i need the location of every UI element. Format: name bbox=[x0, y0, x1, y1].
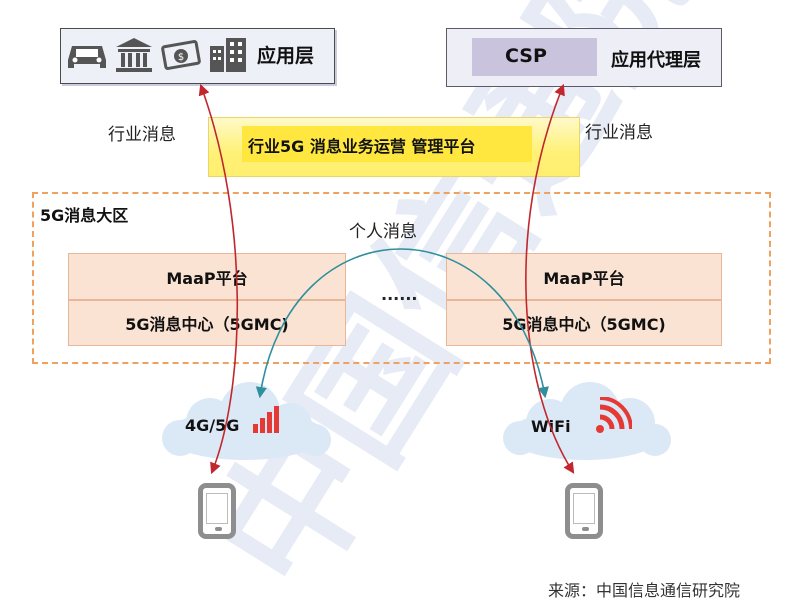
platform-title: 行业5G 消息业务运营 管理平台 bbox=[248, 137, 476, 156]
wifi-icon bbox=[596, 397, 632, 433]
left-phone-icon bbox=[198, 483, 236, 539]
application-proxy-layer-label: 应用代理层 bbox=[611, 50, 701, 71]
money-icon: $ bbox=[161, 40, 201, 70]
car-icon bbox=[68, 46, 106, 68]
industry-message-right-label: 行业消息 bbox=[585, 123, 653, 143]
building-icon bbox=[210, 38, 246, 72]
personal-message-arrow bbox=[255, 248, 549, 399]
region-title: 5G消息大区 bbox=[40, 206, 129, 225]
right-5g-message-center: 5G消息中心（5GMC) bbox=[446, 300, 722, 346]
industry-messaging-platform-inner bbox=[242, 126, 532, 162]
industry-message-left-label: 行业消息 bbox=[108, 125, 176, 145]
source-caption: 来源：中国信息通信研究院 bbox=[548, 581, 741, 600]
ellipsis: ...... bbox=[381, 285, 418, 304]
left-industry-message-arrow bbox=[198, 83, 239, 475]
csp-inner-box bbox=[472, 38, 597, 76]
application-layer-label: 应用层 bbox=[257, 45, 315, 67]
bank-icon bbox=[116, 38, 152, 72]
csp-label: CSP bbox=[505, 45, 547, 67]
right-industry-message-arrow bbox=[525, 83, 575, 474]
personal-message-label: 个人消息 bbox=[349, 222, 417, 242]
svg-text:$: $ bbox=[178, 52, 184, 63]
5g-message-region bbox=[32, 192, 771, 364]
signal-bars-icon bbox=[253, 406, 279, 433]
right-phone-icon bbox=[565, 483, 603, 539]
